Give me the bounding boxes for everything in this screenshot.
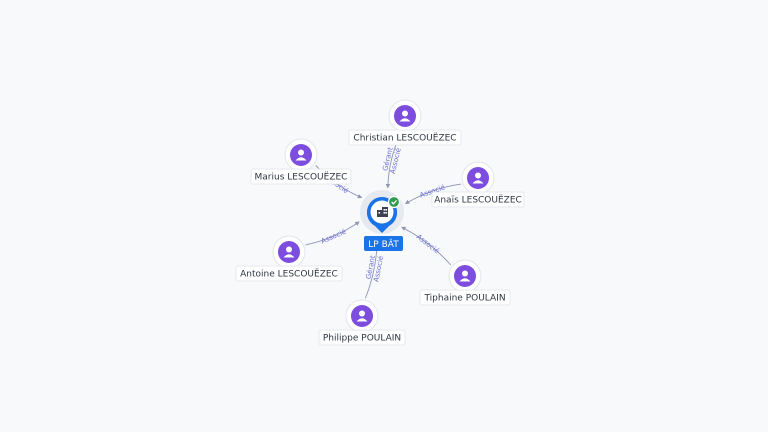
person-name-box [235,265,343,282]
person-node-marius[interactable]: Marius LESCOUËZEC [250,138,352,185]
person-icon [295,149,307,161]
person-name: Philippe POULAIN [323,334,401,344]
building-icon [377,207,388,217]
person-node-christian[interactable]: Christian LESCOUËZEC [348,99,462,146]
person-name: Anaïs LESCOUËZEC [434,195,522,206]
company-label-box [364,236,403,251]
edge-tiphaine: Associé [401,226,452,266]
person-name-box [431,191,525,208]
person-icon [459,270,471,282]
edge-role-label: Associé [415,233,441,255]
person-name: Antoine LESCOUËZEC [240,269,338,280]
edge-role-label: Associé [320,228,347,246]
person-name-box [348,129,462,146]
nodes-layer: Christian LESCOUËZEC Marius LESCOUËZEC Ana… [235,99,525,346]
check-badge-icon [387,195,401,209]
person-icon [356,310,368,322]
company-name: LP BÂT [368,238,399,250]
person-name-box [419,289,511,306]
person-name: Tiphaine POULAIN [423,294,505,304]
person-icon [399,110,411,122]
person-icon [472,172,484,184]
person-node-antoine[interactable]: Antoine LESCOUËZEC [235,235,343,282]
person-name: Marius LESCOUËZEC [255,172,348,183]
edge-line [401,226,452,266]
person-node-tiphaine[interactable]: Tiphaine POULAIN [419,259,511,306]
edge-line [404,183,462,205]
person-name: Christian LESCOUËZEC [353,133,456,144]
edge-line [305,221,360,246]
company-node[interactable]: LP BÂT [360,190,404,251]
person-node-philippe[interactable]: Philippe POULAIN [318,299,406,346]
person-icon [283,246,295,258]
person-node-anais[interactable]: Anaïs LESCOUËZEC [431,161,525,208]
person-name-box [318,329,406,346]
edge-antoine: Associé [305,221,360,246]
person-name-box [250,168,352,185]
